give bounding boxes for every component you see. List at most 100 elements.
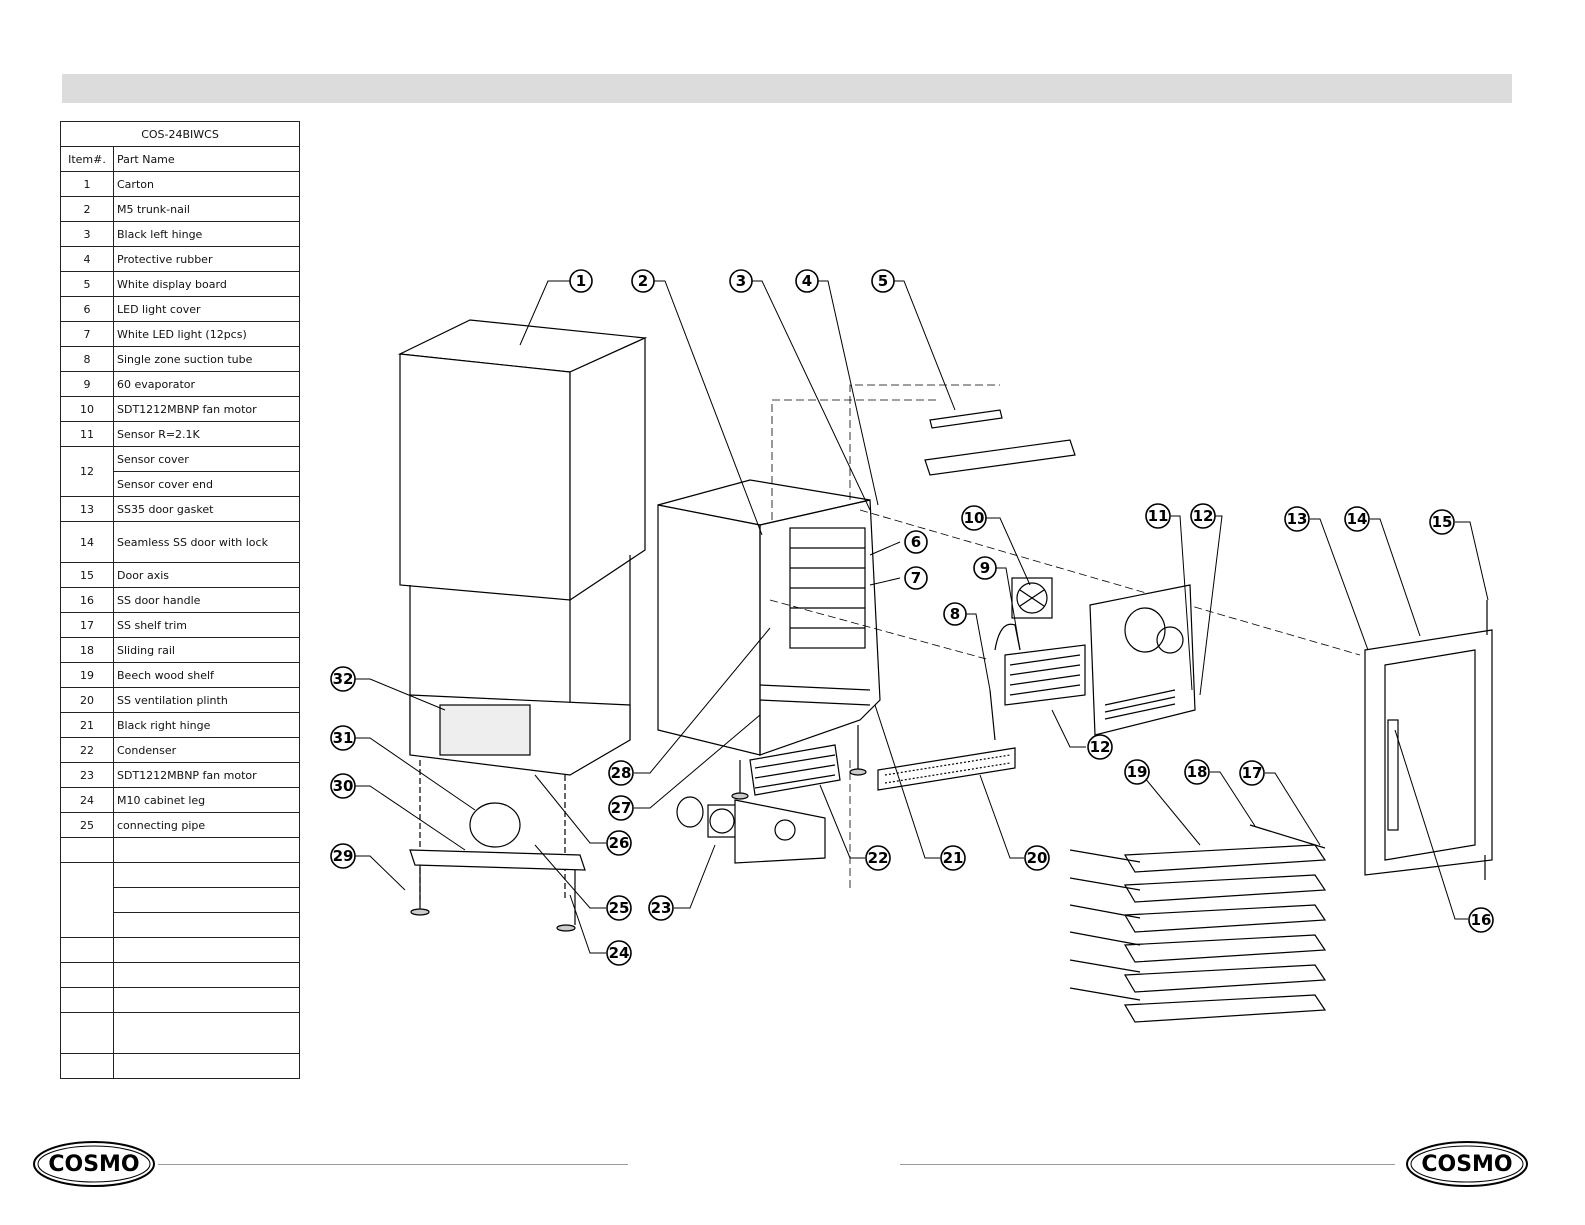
callout-22: 22: [865, 845, 891, 871]
callout-label: 25: [609, 899, 630, 917]
callout-label: 22: [868, 849, 889, 867]
callout-7: 7: [904, 566, 928, 590]
evaporator-drawing: [989, 623, 1086, 741]
callout-label: 12: [1090, 738, 1111, 756]
table-row-empty: [60, 837, 300, 863]
fan-10-drawing: [1011, 577, 1053, 619]
callout-label: 8: [950, 605, 960, 623]
callout-26: 26: [606, 830, 632, 856]
callout-5: 5: [871, 269, 895, 293]
table-row-empty: [60, 1012, 300, 1054]
display-board-drawing: [924, 409, 1076, 476]
item-number: 6: [60, 296, 114, 322]
cosmo-logo-left: COSMO: [32, 1140, 156, 1188]
cabinet-drawing: [657, 479, 881, 800]
item-number: 7: [60, 321, 114, 347]
callout-19: 19: [1124, 759, 1150, 785]
table-row-empty: [60, 862, 300, 938]
callout-label: 21: [943, 849, 964, 867]
carton-drawing: [397, 319, 648, 932]
part-name: SS35 door gasket: [113, 496, 300, 522]
svg-text:COSMO: COSMO: [1421, 1152, 1512, 1177]
fan-23-drawing: [676, 796, 826, 864]
callout-14: 14: [1344, 506, 1370, 532]
item-number: 22: [60, 737, 114, 763]
part-name: Beech wood shelf: [113, 662, 300, 688]
item-number: 20: [60, 687, 114, 713]
table-row-empty: [60, 987, 300, 1013]
callout-label: 18: [1187, 763, 1208, 781]
callout-4: 4: [795, 269, 819, 293]
part-name: Black right hinge: [113, 712, 300, 738]
part-name: connecting pipe: [113, 812, 300, 838]
callout-label: 11: [1148, 507, 1169, 525]
item-number: 13: [60, 496, 114, 522]
callout-27: 27: [608, 795, 634, 821]
callout-label: 27: [611, 799, 632, 817]
leader-lines: [355, 280, 1489, 954]
callout-2: 2: [631, 269, 655, 293]
callout-label: 2: [638, 272, 648, 290]
svg-text:COSMO: COSMO: [48, 1152, 139, 1177]
callout-label: 29: [333, 847, 354, 865]
item-number: 19: [60, 662, 114, 688]
callout-label: 20: [1027, 849, 1048, 867]
callout-32: 32: [330, 666, 356, 692]
callout-29: 29: [330, 843, 356, 869]
callout-30: 30: [330, 773, 356, 799]
callout-15: 15: [1429, 509, 1455, 535]
table-row-empty: [61, 887, 300, 913]
callout-24: 24: [606, 940, 632, 966]
part-name: SDT1212MBNP fan motor: [113, 396, 300, 422]
callout-label: 12: [1193, 507, 1214, 525]
callout-label: 31: [333, 729, 354, 747]
callout-13: 13: [1284, 506, 1310, 532]
callout-9: 9: [973, 556, 997, 580]
part-name: LED light cover: [113, 296, 300, 322]
item-number: 15: [60, 562, 114, 588]
item-number: 10: [60, 396, 114, 422]
back-panel-drawing: [1089, 584, 1196, 736]
item-number: 24: [60, 787, 114, 813]
item-number: 11: [60, 421, 114, 447]
plinth-drawing: [877, 747, 1016, 791]
item-number: 3: [60, 221, 114, 247]
callout-11: 11: [1145, 503, 1171, 529]
callout-10: 10: [961, 505, 987, 531]
part-name: Protective rubber: [113, 246, 300, 272]
table-title: COS-24BIWCS: [60, 121, 300, 147]
cosmo-logo-right: COSMO: [1405, 1140, 1529, 1188]
part-name: SDT1212MBNP fan motor: [113, 762, 300, 788]
part-name: SS shelf trim: [113, 612, 300, 638]
callout-label: 10: [964, 509, 985, 527]
header-part-name: Part Name: [113, 146, 300, 172]
callout-3: 3: [729, 269, 753, 293]
callout-label: 32: [333, 670, 354, 688]
callout-12-bottom: 12: [1087, 734, 1113, 760]
callout-31: 31: [330, 725, 356, 751]
callout-1: 1: [569, 269, 593, 293]
part-name: Condenser: [113, 737, 300, 763]
part-name: SS door handle: [113, 587, 300, 613]
callout-label: 15: [1432, 513, 1453, 531]
callout-label: 16: [1471, 911, 1492, 929]
callout-label: 4: [802, 272, 812, 290]
footer-divider-left: [158, 1164, 628, 1165]
callout-label: 24: [609, 944, 630, 962]
callout-21: 21: [940, 845, 966, 871]
item-number: 25: [60, 812, 114, 838]
